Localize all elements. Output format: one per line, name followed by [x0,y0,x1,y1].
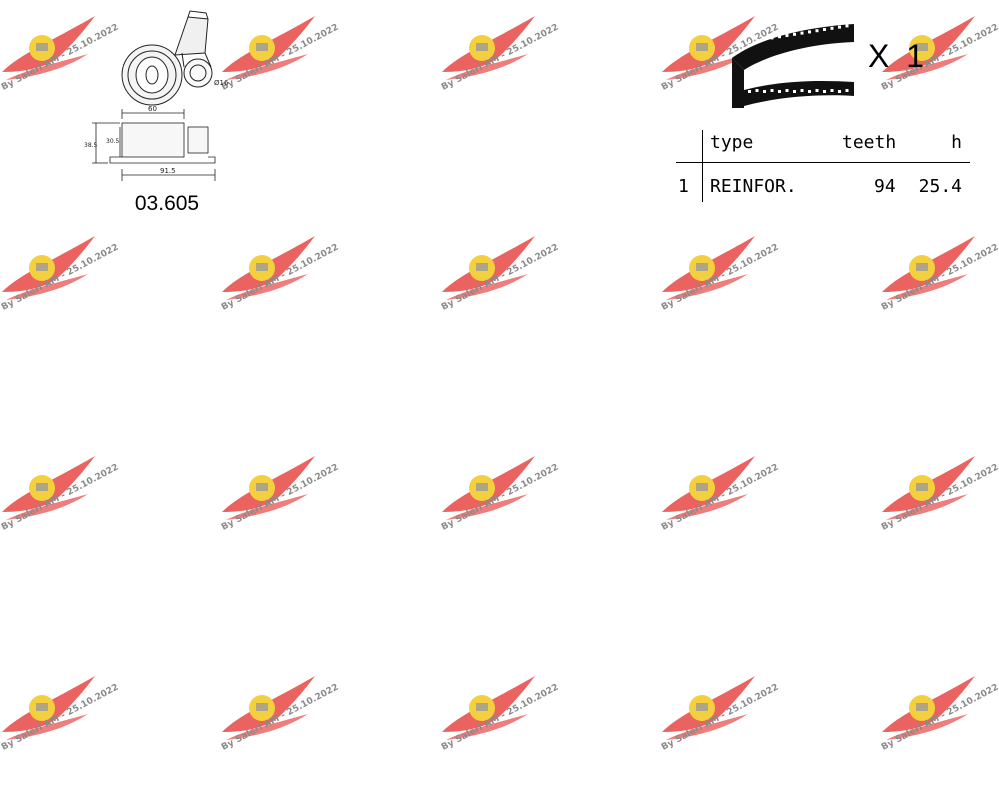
watermark-text: By Saleri AM - 25.10.2022 [660,462,781,533]
watermark-logo: By Saleri AM - 25.10.2022 [440,230,590,350]
watermark-logo: By Saleri AM - 25.10.2022 [220,230,370,350]
watermark-text: By Saleri AM - 25.10.2022 [220,242,341,313]
watermark-text: By Saleri AM - 25.10.2022 [880,682,999,753]
watermark-text: By Saleri AM - 25.10.2022 [440,242,561,313]
belt-spec-table: type teeth h 1 REINFOR. 94 25.4 [676,124,970,204]
watermark-text: By Saleri AM - 25.10.2022 [0,682,121,753]
watermark-text: By Saleri AM - 25.10.2022 [220,462,341,533]
watermark-logo: By Saleri AM - 25.10.2022 [0,450,150,570]
row-type: REINFOR. [710,176,797,197]
watermark-logo: By Saleri AM - 25.10.2022 [660,230,810,350]
watermark-logo: By Saleri AM - 25.10.2022 [0,230,150,350]
watermark-logo: By Saleri AM - 25.10.2022 [220,670,370,790]
watermark-logo: By Saleri AM - 25.10.2022 [0,670,150,790]
watermark-logo: By Saleri AM - 25.10.2022 [880,670,999,790]
watermark-text: By Saleri AM - 25.10.2022 [880,462,999,533]
part-number: 03.605 [134,192,200,215]
table-header-divider [676,162,970,163]
bolt-diameter-label: Ø16 [214,79,229,87]
watermark-text: By Saleri AM - 25.10.2022 [220,682,341,753]
dimension-height-inner: 30.5 [106,138,120,145]
watermark-text: By Saleri AM - 25.10.2022 [0,462,121,533]
watermark-logo: By Saleri AM - 25.10.2022 [660,450,810,570]
watermark-text: By Saleri AM - 25.10.2022 [220,22,341,93]
row-index: 1 [678,176,689,197]
watermark-text: By Saleri AM - 25.10.2022 [0,242,121,313]
row-teeth: 94 [874,176,896,197]
header-teeth: teeth [842,132,897,153]
watermark-text: By Saleri AM - 25.10.2022 [880,242,999,313]
watermark-text: By Saleri AM - 25.10.2022 [440,462,561,533]
watermark-logo: By Saleri AM - 25.10.2022 [440,450,590,570]
watermark-logo: By Saleri AM - 25.10.2022 [440,670,590,790]
dimension-height-outer: 38.5 [84,142,98,149]
header-h: h [951,132,962,153]
watermark-logo: By Saleri AM - 25.10.2022 [660,670,810,790]
watermark-text: By Saleri AM - 25.10.2022 [440,682,561,753]
row-h: 25.4 [918,176,962,197]
watermark-logo: By Saleri AM - 25.10.2022 [220,450,370,570]
watermark-logo: By Saleri AM - 25.10.2022 [880,450,999,570]
watermark-text: By Saleri AM - 25.10.2022 [440,22,561,93]
timing-belt-image [732,24,854,108]
belt-quantity: X 1 [868,38,929,74]
watermark-text: By Saleri AM - 25.10.2022 [660,242,781,313]
table-column-divider [702,130,703,202]
watermark-text: By Saleri AM - 25.10.2022 [660,682,781,753]
dimension-overall: 91.5 [160,167,176,175]
header-type: type [710,132,754,153]
dimension-width: 60 [148,105,157,113]
watermark-logo: By Saleri AM - 25.10.2022 [440,10,590,130]
watermark-logo: By Saleri AM - 25.10.2022 [220,10,370,130]
watermark-logo: By Saleri AM - 25.10.2022 [880,230,999,350]
tensioner-pulley-drawing: Ø16 60 91.5 38.5 30.5 [84,10,229,181]
